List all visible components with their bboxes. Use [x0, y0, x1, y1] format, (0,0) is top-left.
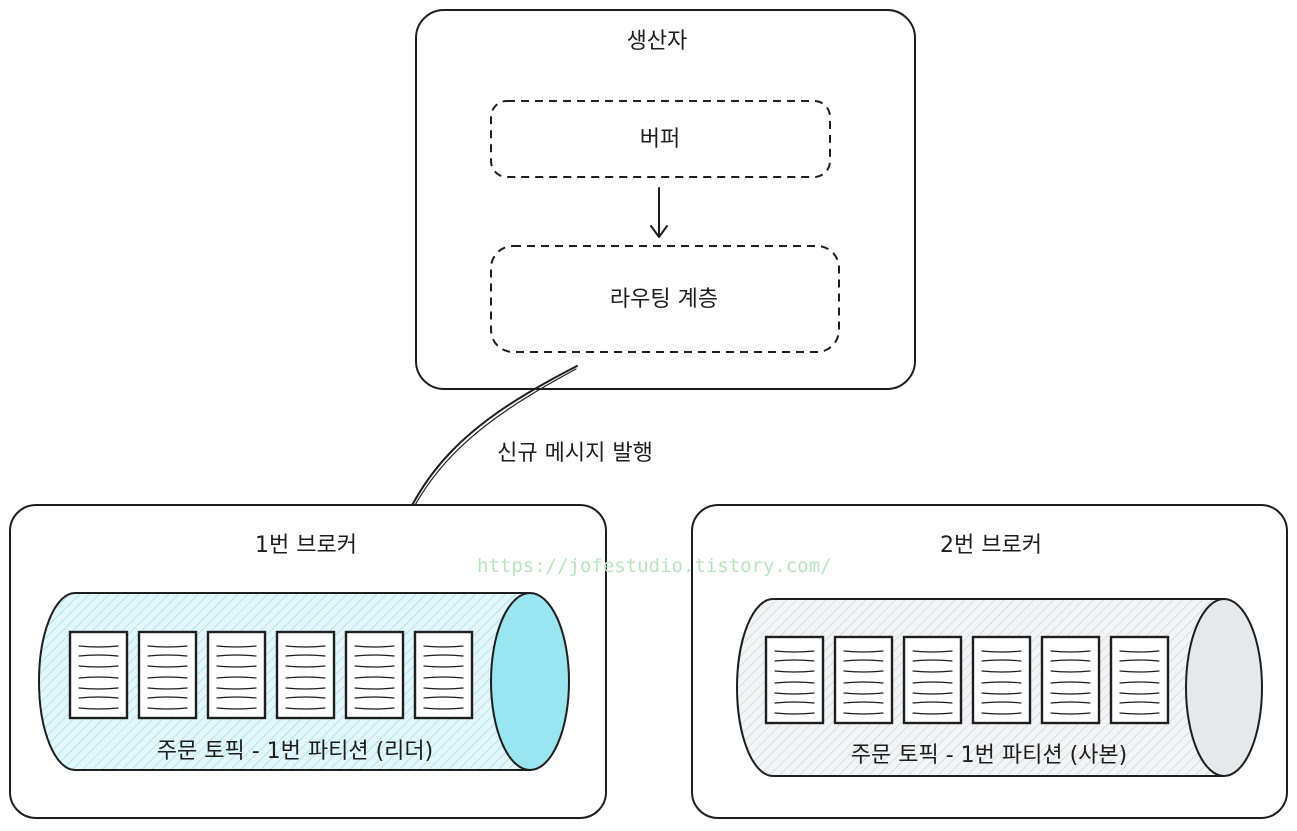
- broker-1-message-4: [275, 630, 336, 720]
- broker-2-message-6: [1109, 635, 1170, 725]
- broker-2-message-list: [764, 635, 1170, 725]
- broker-1-message-5: [344, 630, 405, 720]
- broker-2-message-3: [902, 635, 963, 725]
- buffer-box: 버퍼: [490, 100, 831, 178]
- routing-layer-box: 라우팅 계층: [490, 245, 840, 353]
- broker-1-box: 1번 브로커 주문 토픽 - 1번 파티션 (리더): [9, 504, 607, 819]
- broker-1-message-2: [137, 630, 198, 720]
- producer-box: 생산자 버퍼 라우팅 계층: [415, 9, 916, 390]
- broker-2-message-5: [1040, 635, 1101, 725]
- broker-1-message-6: [413, 630, 474, 720]
- broker-2-message-4: [971, 635, 1032, 725]
- broker-2-message-1: [764, 635, 825, 725]
- publish-label: 신규 메시지 발행: [497, 441, 653, 466]
- broker-1-message-3: [206, 630, 267, 720]
- broker-2-message-2: [833, 635, 894, 725]
- broker-1-title: 1번 브로커: [255, 533, 357, 558]
- producer-title: 생산자: [627, 29, 688, 54]
- broker-2-box: 2번 브로커 주문 토픽 - 1번 파티션 (사본): [691, 504, 1288, 819]
- broker-1-message-list: [68, 630, 474, 720]
- broker-1-partition-label: 주문 토픽 - 1번 파티션 (리더): [157, 739, 433, 764]
- watermark-text: https://jofestudio.tistory.com/: [477, 555, 832, 577]
- buffer-to-routing-arrow: [650, 187, 668, 238]
- broker-1-message-1: [68, 630, 129, 720]
- broker-2-title: 2번 브로커: [940, 533, 1042, 558]
- buffer-label: 버퍼: [640, 127, 680, 152]
- broker-2-partition-label: 주문 토픽 - 1번 파티션 (사본): [851, 743, 1127, 768]
- routing-layer-label: 라우팅 계층: [610, 287, 718, 312]
